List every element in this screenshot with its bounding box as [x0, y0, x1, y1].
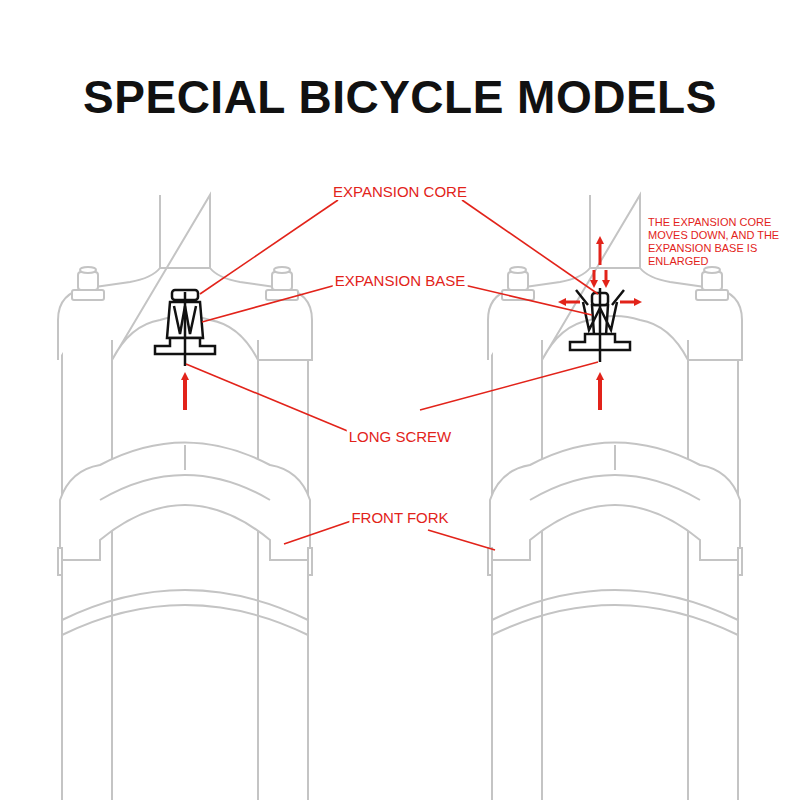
note-text: THE EXPANSION CORE MOVES DOWN, AND THE E… [648, 216, 788, 268]
part-label: EXPANSION CORE [331, 183, 469, 200]
page-title: SPECIAL BICYCLE MODELS [0, 70, 800, 124]
part-label: LONG SCREW [347, 428, 454, 445]
part-label: EXPANSION BASE [333, 272, 468, 289]
part-label: FRONT FORK [349, 509, 450, 526]
